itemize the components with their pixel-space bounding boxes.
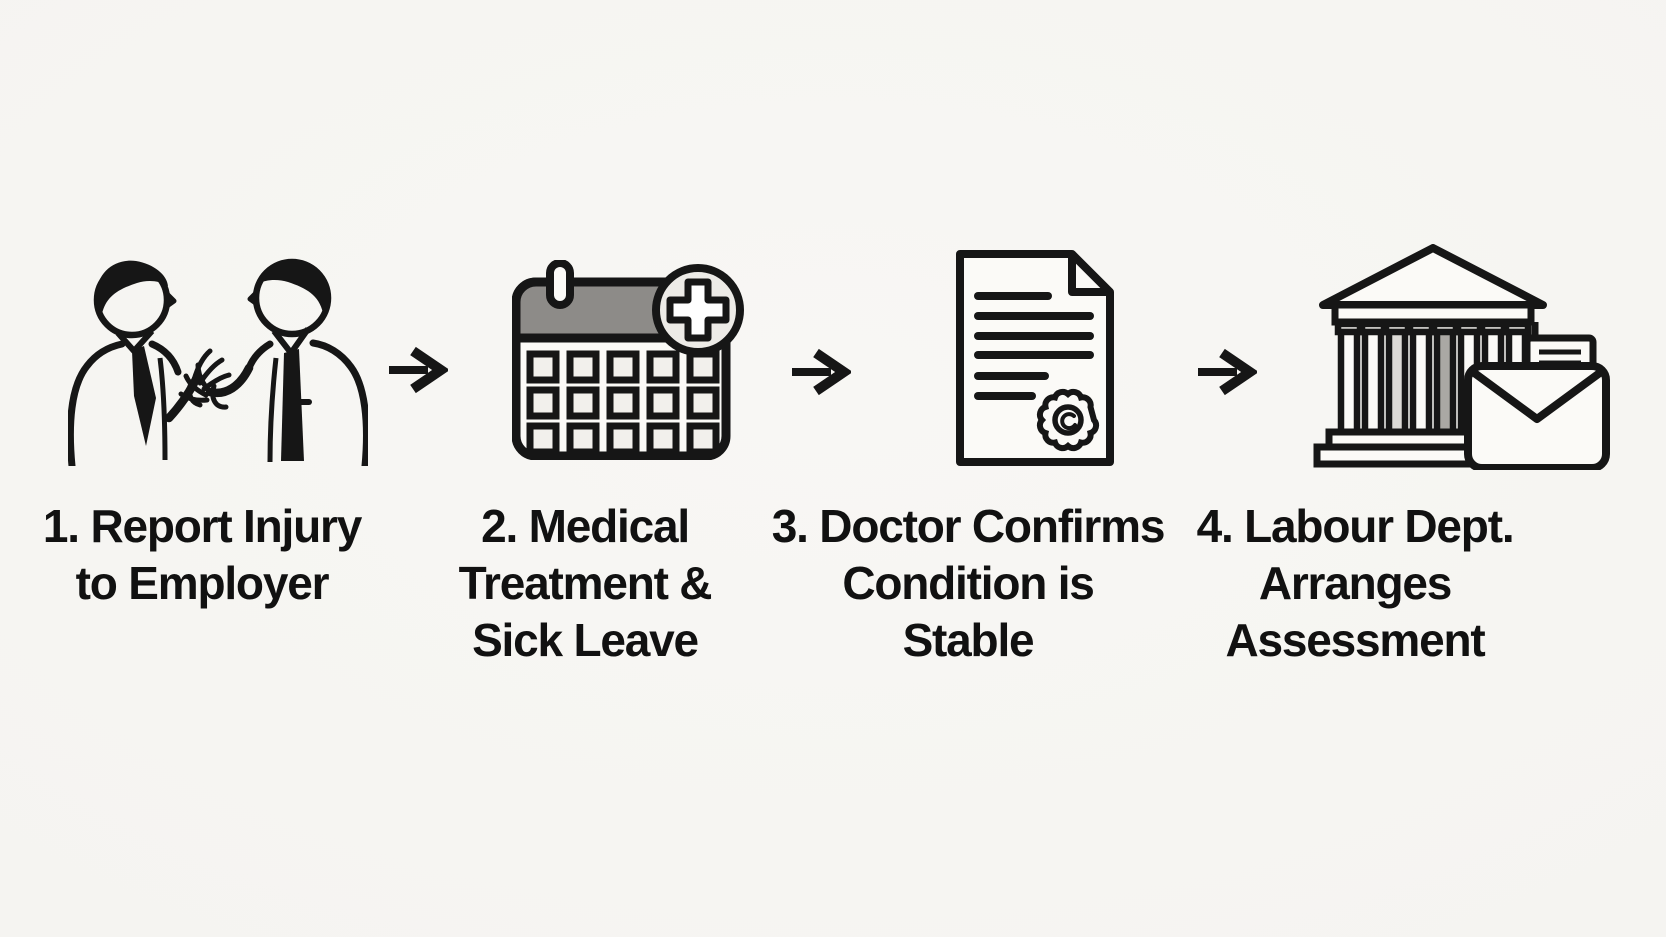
government-building-svg [1313, 244, 1610, 472]
calendar-peg [546, 259, 574, 309]
folded-corner [1068, 254, 1110, 296]
calendar-grid [526, 350, 720, 456]
medical-cross-icon [652, 264, 744, 356]
two-people-talking-icon [66, 256, 370, 470]
arrow-right-icon [789, 346, 853, 398]
seal-icon [1036, 388, 1100, 452]
step-4-caption: 4. Labour Dept. Arranges Assessment [1196, 500, 1515, 666]
government-building-envelope-icon [1295, 244, 1615, 472]
medical-calendar-svg [511, 259, 744, 461]
envelope-icon [1464, 362, 1610, 472]
two-people-talking-svg [66, 258, 370, 470]
step-1-caption: 1. Report Injury to Employer [42, 500, 362, 609]
arrow-right-icon [386, 344, 450, 396]
sealed-document-icon [950, 246, 1120, 468]
step-2-caption: 2. Medical Treatment & Sick Leave [458, 500, 713, 666]
arrow-right-icon [1195, 346, 1259, 398]
document-text-lines [974, 292, 1094, 400]
medical-calendar-icon [511, 259, 744, 461]
step-3-caption: 3. Doctor Confirms Condition is Stable [771, 500, 1166, 666]
sealed-document-svg [956, 250, 1114, 466]
